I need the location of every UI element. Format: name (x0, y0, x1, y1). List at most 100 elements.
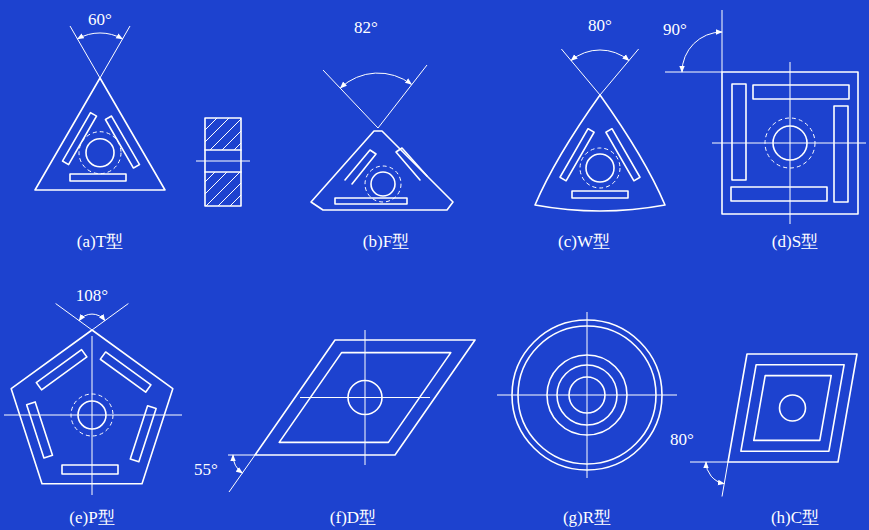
groove (606, 129, 640, 181)
angle-line (229, 455, 255, 492)
chip-groove (606, 129, 640, 181)
p-insert (4, 304, 182, 496)
chip-groove (572, 191, 628, 198)
insert-outline (35, 78, 165, 190)
angle-label: 82° (354, 19, 378, 38)
angle-line (378, 65, 427, 128)
groove (560, 129, 594, 181)
angle-line (70, 26, 100, 78)
angle-label: 55° (194, 461, 218, 480)
chip-groove (345, 150, 376, 184)
groove (36, 350, 87, 390)
groove (100, 352, 151, 392)
angle-arc (78, 33, 123, 39)
angle-line (323, 70, 378, 128)
groove (62, 465, 118, 474)
r-insert (497, 312, 677, 478)
angle-label: 80° (588, 17, 612, 36)
figure-caption: (h)C型 (771, 509, 819, 528)
hole-hidden (365, 166, 401, 202)
f-insert (311, 65, 453, 210)
figure-caption: (d)S型 (772, 233, 818, 252)
hole (586, 154, 614, 182)
chip-groove (560, 129, 594, 181)
angle-label: 108° (76, 287, 108, 306)
chip-groove (70, 174, 126, 181)
chip-groove (62, 113, 96, 165)
chip-groove (335, 198, 407, 204)
figure-caption: (c)W型 (558, 233, 610, 252)
groove (753, 85, 849, 99)
angle-label: 90° (663, 21, 687, 40)
s-insert (665, 10, 866, 224)
groove (62, 113, 96, 165)
chip-groove (105, 116, 139, 168)
insert-outline (728, 354, 857, 462)
hole-edge (205, 149, 241, 151)
hole (86, 139, 114, 167)
groove (27, 402, 53, 458)
insert-outline (535, 95, 665, 211)
hole (780, 395, 806, 421)
hatch (205, 118, 241, 150)
center-line (196, 161, 250, 162)
hole (371, 172, 395, 196)
angle-arc (682, 32, 722, 72)
hatch (205, 172, 241, 206)
d-insert (228, 330, 475, 492)
section-outline (205, 118, 241, 206)
inner-outline (754, 376, 831, 441)
angle-line (561, 49, 600, 95)
chip-groove (396, 148, 427, 180)
inner-outline (741, 365, 844, 451)
angle-line (722, 462, 728, 497)
chip-groove (27, 402, 53, 458)
angle-line (600, 49, 639, 95)
groove (834, 106, 848, 202)
angle-label: 80° (670, 431, 694, 450)
center-line (587, 312, 588, 478)
angle-label: 60° (88, 11, 112, 30)
chip-groove (834, 106, 848, 202)
chip-groove (130, 406, 156, 462)
chip-groove (62, 465, 118, 474)
chip-groove (732, 84, 746, 180)
center-line (790, 62, 791, 224)
hole-hidden (580, 148, 620, 188)
chip-groove (731, 187, 827, 201)
figure-caption: (g)R型 (563, 509, 611, 528)
groove (732, 84, 746, 180)
hole-hidden (79, 132, 121, 174)
chip-groove (36, 350, 87, 390)
figure-caption: (b)F型 (363, 233, 409, 252)
center-line (712, 143, 866, 144)
angle-arc (706, 462, 724, 484)
angle-arc (340, 73, 411, 88)
w-insert (535, 49, 665, 211)
insert-outline (311, 131, 453, 210)
chip-groove (753, 85, 849, 99)
center-line (365, 330, 366, 465)
groove (70, 174, 126, 181)
groove (105, 116, 139, 168)
figure-caption: (e)P型 (69, 509, 114, 528)
t-insert (35, 26, 165, 190)
angle-arc (571, 50, 629, 61)
center-line (92, 336, 93, 495)
c-insert (690, 354, 857, 497)
chip-groove (100, 352, 151, 392)
section-view (195, 100, 270, 216)
angle-arc (233, 455, 242, 473)
reference-line (228, 455, 255, 456)
angle-line (92, 304, 128, 331)
groove (572, 191, 628, 198)
angle-arc (79, 314, 105, 321)
groove (731, 187, 827, 201)
reference-line (665, 72, 722, 73)
angle-line (100, 26, 130, 78)
angle-line (56, 304, 92, 331)
hole-edge (205, 171, 241, 173)
